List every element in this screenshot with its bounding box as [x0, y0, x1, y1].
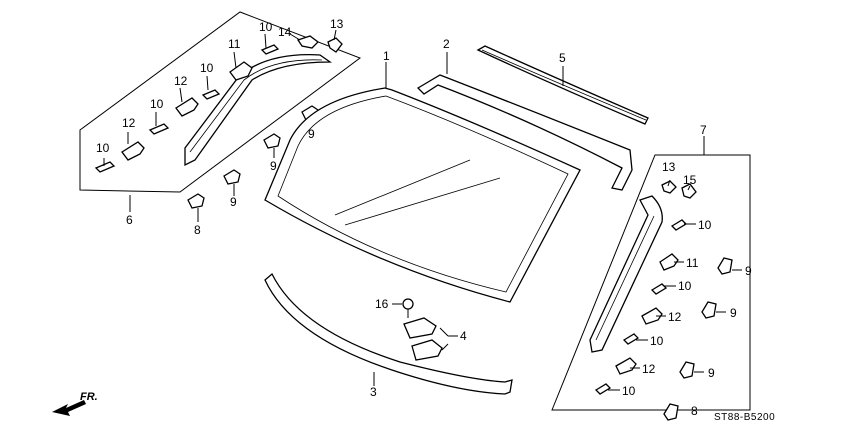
label-9-a: 9 — [308, 127, 315, 141]
label-14: 14 — [278, 25, 292, 39]
label-1: 1 — [383, 49, 390, 63]
label-8-right: 8 — [691, 404, 698, 418]
label-10-h: 10 — [622, 384, 636, 398]
label-6: 6 — [126, 213, 133, 227]
label-13-left: 13 — [330, 17, 344, 31]
label-10-e: 10 — [698, 218, 712, 232]
left-set-leaders — [103, 29, 337, 212]
label-12-c: 12 — [668, 310, 682, 324]
label-9-b: 9 — [270, 159, 277, 173]
label-5: 5 — [559, 51, 566, 65]
loose-clips-right — [663, 257, 742, 421]
label-3: 3 — [370, 385, 377, 399]
windshield-glass — [264, 62, 581, 303]
upper-molding — [416, 52, 633, 191]
label-16: 16 — [375, 297, 389, 311]
label-10-g: 10 — [650, 334, 664, 348]
label-11-left: 11 — [228, 37, 241, 51]
label-13-right: 13 — [662, 160, 676, 174]
diagram-code: ST88-B5200 — [714, 412, 775, 423]
label-9-d: 9 — [745, 264, 752, 278]
label-8-left: 8 — [194, 223, 201, 237]
label-9-c: 9 — [230, 195, 237, 209]
label-10-b: 10 — [150, 97, 164, 111]
brackets-and-bolt — [392, 298, 458, 361]
direction-label: FR. — [80, 391, 98, 403]
label-11-right: 11 — [686, 256, 699, 270]
front-direction-arrow: FR. — [52, 391, 98, 416]
label-7: 7 — [700, 123, 707, 137]
label-9-e: 9 — [730, 306, 737, 320]
right-molding-set — [551, 136, 751, 411]
lower-seal — [264, 272, 513, 395]
label-12-b: 12 — [174, 74, 188, 88]
top-seal — [476, 45, 649, 125]
label-15: 15 — [683, 173, 697, 187]
label-10-c: 10 — [200, 61, 214, 75]
label-10-f: 10 — [678, 279, 692, 293]
label-2: 2 — [443, 37, 450, 51]
label-12-d: 12 — [642, 362, 656, 376]
label-9-f: 9 — [708, 366, 715, 380]
left-molding-set — [79, 11, 362, 193]
label-10-a: 10 — [96, 141, 110, 155]
label-4: 4 — [460, 329, 467, 343]
loose-clips-left — [187, 105, 319, 222]
label-10-d: 10 — [259, 20, 273, 34]
label-12-a: 12 — [122, 116, 136, 130]
